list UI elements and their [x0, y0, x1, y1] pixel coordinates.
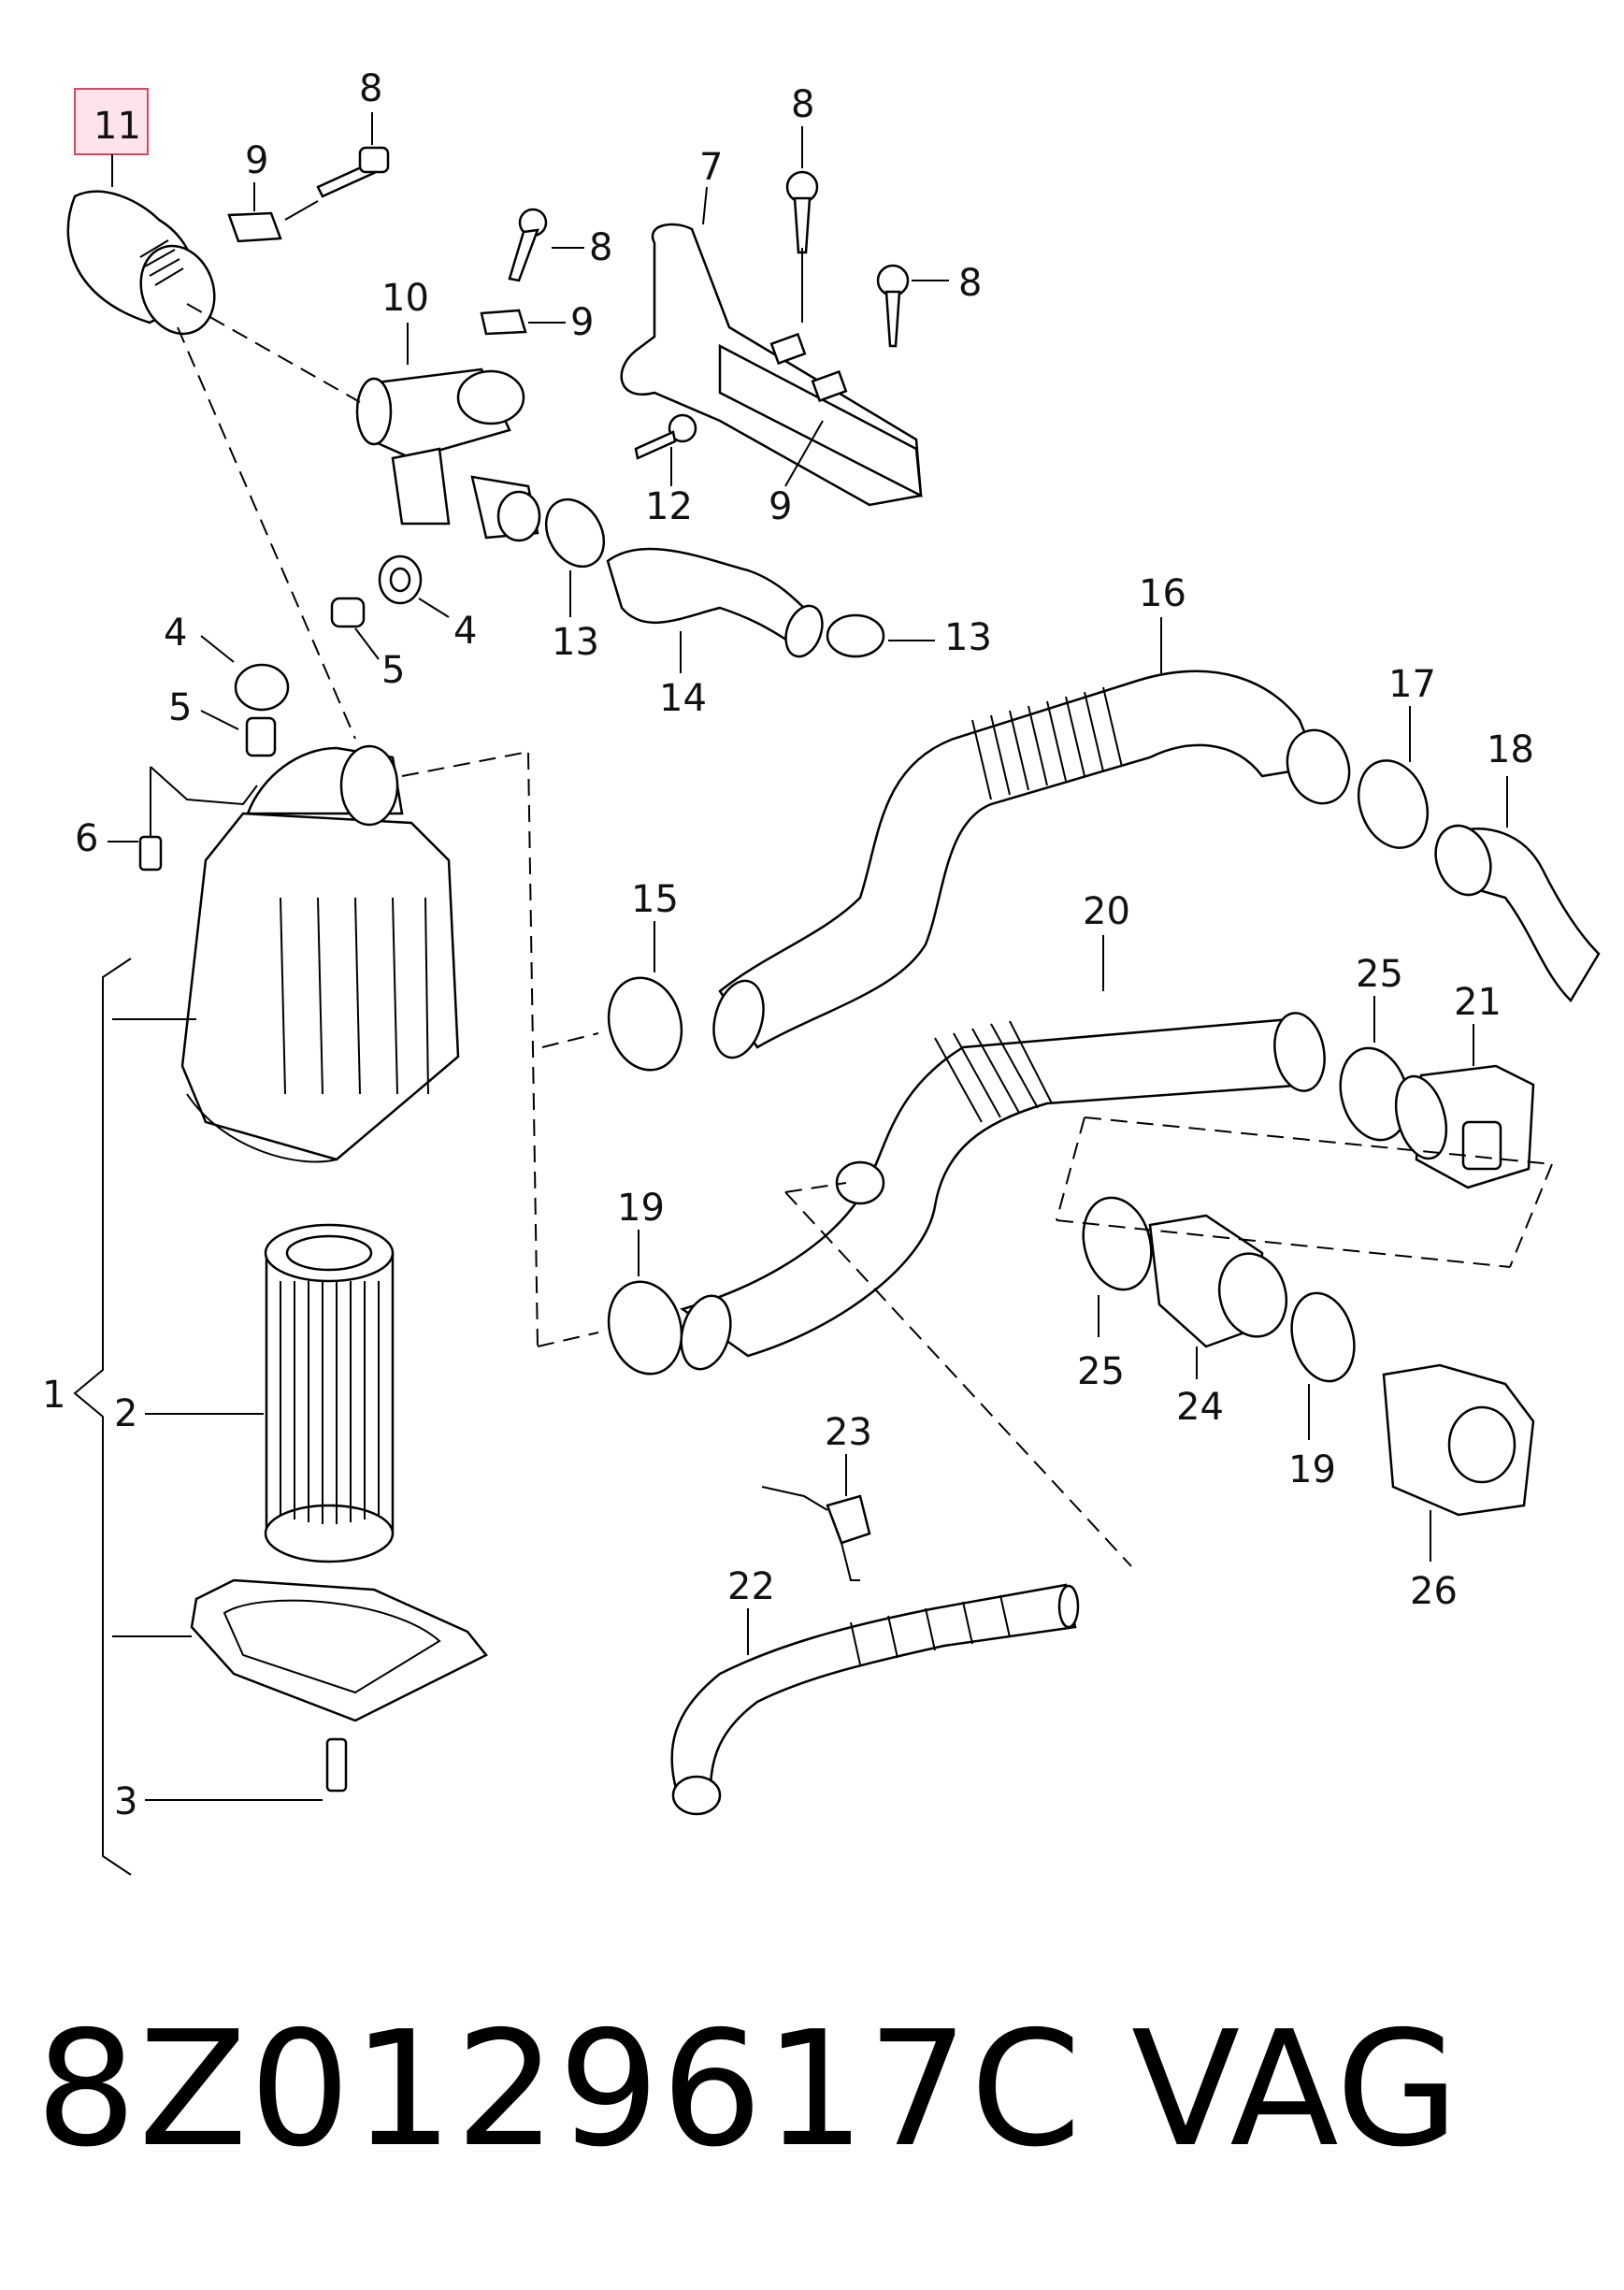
- callout-13: 13: [552, 621, 599, 664]
- part-25-clamp-a[interactable]: [1330, 996, 1417, 1147]
- callout-8: 8: [359, 67, 382, 110]
- callout-18: 18: [1487, 728, 1534, 771]
- part-8-screw-d[interactable]: [508, 208, 584, 282]
- callout-24: 24: [1176, 1386, 1224, 1429]
- callout-25: 25: [1356, 953, 1403, 996]
- part-6-bolt[interactable]: [108, 766, 258, 871]
- part-13-clamp-a[interactable]: [535, 489, 615, 617]
- callout-9: 9: [245, 139, 268, 182]
- part-9-clip-mid[interactable]: [480, 309, 566, 336]
- part-8-screw-top[interactable]: [316, 112, 390, 198]
- highlight-box-11: [74, 88, 149, 155]
- callout-10: 10: [381, 277, 429, 320]
- callout-15: 15: [631, 878, 679, 921]
- callout-3: 3: [114, 1780, 137, 1823]
- callout-9: 9: [769, 485, 792, 528]
- part-3-bolt[interactable]: [145, 1737, 348, 1801]
- part-17-clamp[interactable]: [1347, 706, 1440, 857]
- part-14-hose[interactable]: [606, 547, 828, 673]
- part-2-filter-element[interactable]: [145, 1223, 395, 1563]
- part-23-sensor[interactable]: [761, 1454, 871, 1581]
- part-15-clamp[interactable]: [598, 921, 691, 1078]
- callout-4: 4: [453, 610, 477, 653]
- part-9-clip-lower[interactable]: [784, 420, 824, 487]
- part-16-intake-hose[interactable]: [706, 617, 1359, 1063]
- assembly-bracket-1: [73, 958, 132, 1876]
- callout-4: 4: [164, 612, 187, 655]
- callout-13: 13: [944, 616, 992, 659]
- callout-labels: 11 8 9 7 8 8 10 9 8 12 9 4 5 4 5 6 13 14…: [42, 67, 1534, 1823]
- brand-name: VAG: [1131, 1997, 1459, 2182]
- callout-26: 26: [1410, 1570, 1458, 1613]
- part-5-spacer[interactable]: [200, 710, 277, 757]
- part-22-breather-hose[interactable]: [670, 1583, 1080, 1816]
- part-8-screw-b[interactable]: [785, 126, 819, 323]
- part-12-screw[interactable]: [634, 413, 697, 486]
- callout-5: 5: [381, 649, 405, 692]
- callout-2: 2: [114, 1392, 137, 1435]
- callout-11: 11: [93, 105, 141, 148]
- air-filter-housing-lower[interactable]: [112, 1578, 488, 1722]
- part-21-maf-sensor[interactable]: [1387, 1024, 1535, 1189]
- callout-8: 8: [791, 83, 814, 126]
- callout-22: 22: [727, 1565, 775, 1608]
- part-10-tee-piece[interactable]: [355, 323, 541, 542]
- callout-12: 12: [645, 485, 693, 528]
- part-4-grommet-top[interactable]: [378, 554, 450, 618]
- part-18-hose[interactable]: [1427, 776, 1601, 1003]
- callout-9: 9: [570, 301, 594, 344]
- callout-8: 8: [958, 262, 982, 305]
- callout-17: 17: [1388, 663, 1436, 706]
- dashed-leaders: [177, 303, 1553, 1567]
- callout-19: 19: [1288, 1448, 1336, 1491]
- callout-23: 23: [825, 1411, 872, 1454]
- callout-5: 5: [168, 686, 192, 729]
- part-24-adapter[interactable]: [1148, 1214, 1295, 1379]
- part-25-clamp-b[interactable]: [1073, 1190, 1160, 1337]
- air-filter-housing-upper[interactable]: [112, 744, 460, 1163]
- callout-21: 21: [1454, 981, 1502, 1024]
- callout-7: 7: [699, 146, 723, 189]
- part-9-clip-top[interactable]: [227, 182, 319, 243]
- part-4-cap[interactable]: [200, 635, 290, 712]
- callout-1: 1: [42, 1374, 65, 1417]
- callout-25: 25: [1077, 1350, 1125, 1393]
- callout-8: 8: [589, 226, 612, 269]
- part-11-intake-tube[interactable]: [66, 154, 226, 344]
- part-19-clamp-b[interactable]: [1283, 1286, 1364, 1440]
- callout-16: 16: [1139, 572, 1186, 615]
- part-7-resonator[interactable]: [620, 186, 923, 507]
- part-8-screw-c[interactable]: [876, 264, 949, 348]
- callout-20: 20: [1083, 890, 1130, 933]
- part-20-pipe[interactable]: [673, 935, 1329, 1375]
- callout-19: 19: [617, 1187, 665, 1230]
- part-19-clamp-a[interactable]: [598, 1230, 691, 1382]
- callout-6: 6: [75, 817, 98, 860]
- part-5-spacer-top[interactable]: [330, 597, 380, 660]
- part-13-clamp-b[interactable]: [826, 613, 935, 658]
- part-26-throttle-housing[interactable]: [1382, 1363, 1535, 1562]
- callout-14: 14: [659, 677, 707, 720]
- part-number: 8Z0129617C: [36, 1997, 1084, 2182]
